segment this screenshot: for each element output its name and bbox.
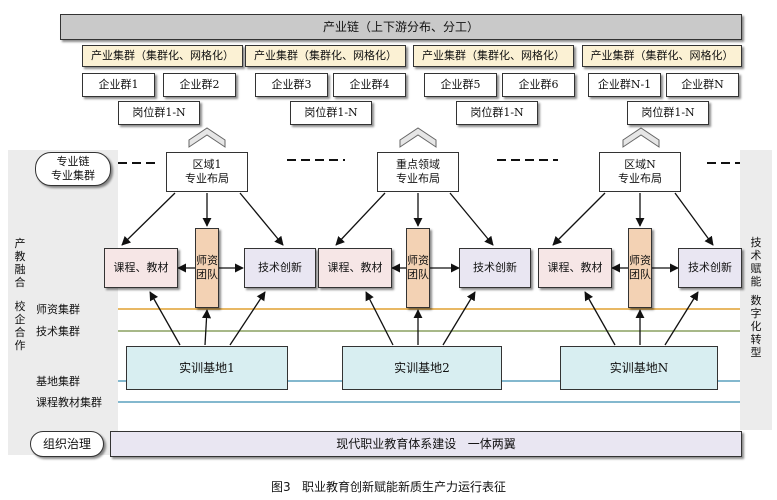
layout-label: 专业布局 (396, 172, 440, 185)
cluster-title: 产业集群（集群化、网格化） (245, 45, 406, 67)
layout-label: 专业布局 (618, 172, 662, 185)
training-base-box: 实训基地1 (126, 346, 288, 390)
governance-pill: 组织治理 (30, 431, 104, 457)
industry-education-label: 产教融合 (14, 237, 26, 289)
position-group: 岗位群1-N (290, 101, 372, 125)
training-base-box: 实训基地2 (342, 346, 502, 390)
cluster-title: 产业集群（集群化、网格化） (413, 45, 574, 67)
tech-innovation-box: 技术创新 (459, 248, 531, 288)
digital-transform-label: 数字化转型 (750, 294, 762, 359)
enterprise-group: 企业群1 (82, 73, 155, 97)
enterprise-group: 企业群5 (424, 73, 497, 97)
system-construction-bar: 现代职业教育体系建设 一体两翼 (110, 431, 742, 457)
layout-box: 区域1 专业布局 (166, 152, 248, 192)
specialty-cluster-label: 专业集群 (51, 169, 95, 182)
enterprise-group: 企业群4 (333, 73, 406, 97)
layout-region: 重点领域 (396, 158, 440, 172)
layout-box: 重点领域 专业布局 (377, 152, 459, 192)
position-group: 岗位群1-N (456, 101, 538, 125)
school-enterprise-label: 校企合作 (14, 300, 26, 352)
base-cluster-label: 基地集群 (36, 375, 80, 388)
tech-empower-label: 技术赋能 (750, 236, 762, 288)
enterprise-group: 企业群3 (255, 73, 328, 97)
position-group: 岗位群1-N (118, 101, 200, 125)
training-base-box: 实训基地N (560, 346, 718, 390)
tech-innovation-box: 技术创新 (678, 248, 742, 288)
industry-chain-bar: 产业链（上下游分布、分工） (60, 14, 742, 40)
layout-region: 区域N (624, 158, 656, 172)
tech-innovation-box: 技术创新 (244, 248, 316, 288)
enterprise-group: 企业群6 (502, 73, 575, 97)
layout-region: 区域1 (192, 158, 222, 172)
specialty-chain-pill: 专业链 专业集群 (35, 152, 111, 186)
left-side-panel (8, 150, 118, 455)
chevron-up-icons (188, 127, 660, 148)
figure-caption: 图3 职业教育创新赋能新质生产力运行表征 (270, 480, 507, 494)
course-cluster-label: 课程教材集群 (36, 396, 102, 409)
course-box: 课程、教材 (318, 248, 392, 288)
enterprise-group: 企业群2 (163, 73, 236, 97)
position-group: 岗位群1-N (627, 101, 709, 125)
tech-cluster-label: 技术集群 (36, 325, 80, 338)
right-side-panel (740, 150, 772, 430)
faculty-team-box: 师资团队 (628, 228, 652, 308)
enterprise-group: 企业群N-1 (588, 73, 661, 97)
specialty-chain-label: 专业链 (56, 155, 90, 169)
faculty-team-box: 师资团队 (406, 228, 430, 308)
course-box: 课程、教材 (538, 248, 612, 288)
layout-box: 区域N 专业布局 (599, 152, 681, 192)
enterprise-group: 企业群N (666, 73, 739, 97)
faculty-team-box: 师资团队 (195, 228, 219, 308)
cluster-title: 产业集群（集群化、网格化） (82, 45, 243, 67)
course-box: 课程、教材 (104, 248, 178, 288)
layout-label: 专业布局 (185, 172, 229, 185)
cluster-title: 产业集群（集群化、网格化） (582, 45, 742, 67)
faculty-cluster-label: 师资集群 (36, 303, 80, 316)
